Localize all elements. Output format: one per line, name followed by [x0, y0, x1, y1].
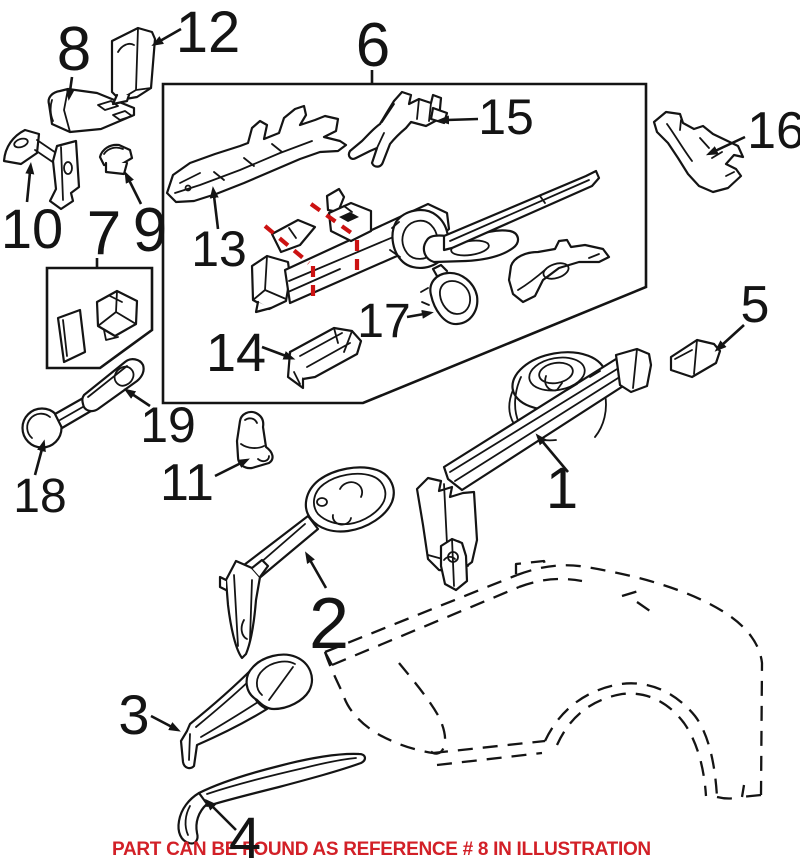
callout-3-label: 3: [118, 683, 149, 746]
callout-8: 8: [57, 15, 91, 101]
callout-17: 17: [357, 295, 434, 348]
callout-11-arrow: [214, 458, 250, 478]
callout-4-arrow: [204, 798, 237, 831]
group-box-6: [161, 82, 648, 405]
part-3-drawing: [179, 653, 313, 770]
callout-13-label: 13: [191, 221, 247, 277]
part-12-drawing: [110, 26, 157, 106]
section-cut-marks: [263, 202, 360, 301]
callout-5: 5: [714, 276, 770, 352]
callout-9: 9: [124, 171, 167, 265]
part-16-drawing: [652, 110, 745, 194]
callout-7-label: 7: [87, 199, 121, 268]
part-14-drawing: [286, 326, 363, 390]
callout-15-label: 15: [478, 89, 534, 145]
callout-3: 3: [118, 683, 181, 746]
callout-16-arrow: [705, 135, 746, 156]
cowl-pillar-drawing: [439, 537, 469, 592]
callout-16: 16: [705, 102, 800, 160]
fender-phantom-outline: [323, 559, 764, 800]
callout-11-label: 11: [160, 454, 214, 512]
callout-8-arrow: [65, 76, 75, 101]
callout-18: 18: [13, 439, 67, 523]
callout-2-arrow: [305, 551, 328, 589]
callout-1-arrow: [535, 433, 569, 473]
callout-7: 7: [87, 199, 121, 268]
callout-2-label: 2: [309, 584, 349, 664]
callout-14-arrow: [261, 345, 296, 360]
part-19-drawing: [81, 358, 145, 413]
callout-17-arrow: [406, 309, 434, 319]
group-box-7: [45, 266, 154, 370]
callout-10-label: 10: [1, 197, 63, 260]
callout-8-label: 8: [57, 15, 91, 84]
callout-15: 15: [437, 89, 534, 145]
callout-5-label: 5: [741, 276, 770, 334]
callout-4: 4: [204, 798, 261, 861]
callout-2: 2: [305, 551, 349, 664]
part-9-drawing: [98, 143, 134, 176]
callout-10: 10: [1, 162, 63, 260]
reference-caption: PART CAN BE FOUND AS REFERENCE # 8 IN IL…: [112, 839, 651, 860]
callout-14-label: 14: [206, 323, 266, 383]
callout-1: 1: [535, 433, 578, 521]
callout-13-arrow: [209, 186, 220, 230]
callout-16-label: 16: [747, 102, 800, 160]
callout-11: 11: [160, 454, 250, 512]
part-17-drawing: [420, 263, 479, 326]
part-13-drawing: [165, 104, 348, 204]
part-7-contents-drawing: [56, 289, 139, 364]
callout-13: 13: [191, 186, 247, 277]
callout-19-label: 19: [140, 397, 196, 453]
callout-9-label: 9: [133, 196, 167, 265]
callout-12-arrow: [151, 27, 182, 46]
callout-3-arrow: [150, 714, 181, 732]
callout-10-arrow: [25, 162, 35, 203]
callout-12: 12: [151, 0, 241, 65]
part-15-drawing: [347, 90, 449, 168]
front-rail-assembly-drawing: [250, 169, 611, 314]
callout-18-arrow: [33, 439, 46, 476]
callout-15-arrow: [437, 115, 479, 125]
callout-12-label: 12: [176, 0, 241, 65]
callout-19: 19: [123, 388, 196, 453]
callout-14: 14: [206, 323, 296, 383]
part-5-drawing: [669, 338, 722, 379]
callout-19-arrow: [123, 388, 151, 408]
callout-5-arrow: [714, 324, 745, 352]
callout-6: 6: [356, 11, 390, 83]
callout-18-label: 18: [13, 470, 66, 523]
callout-9-arrow: [124, 171, 143, 205]
part-2-drawing: [218, 466, 395, 660]
callout-6-label: 6: [356, 11, 390, 80]
part-10-drawing: [2, 128, 81, 211]
callout-1-label: 1: [546, 456, 578, 521]
callout-17-label: 17: [357, 295, 410, 348]
callout-4-label: 4: [229, 806, 261, 861]
